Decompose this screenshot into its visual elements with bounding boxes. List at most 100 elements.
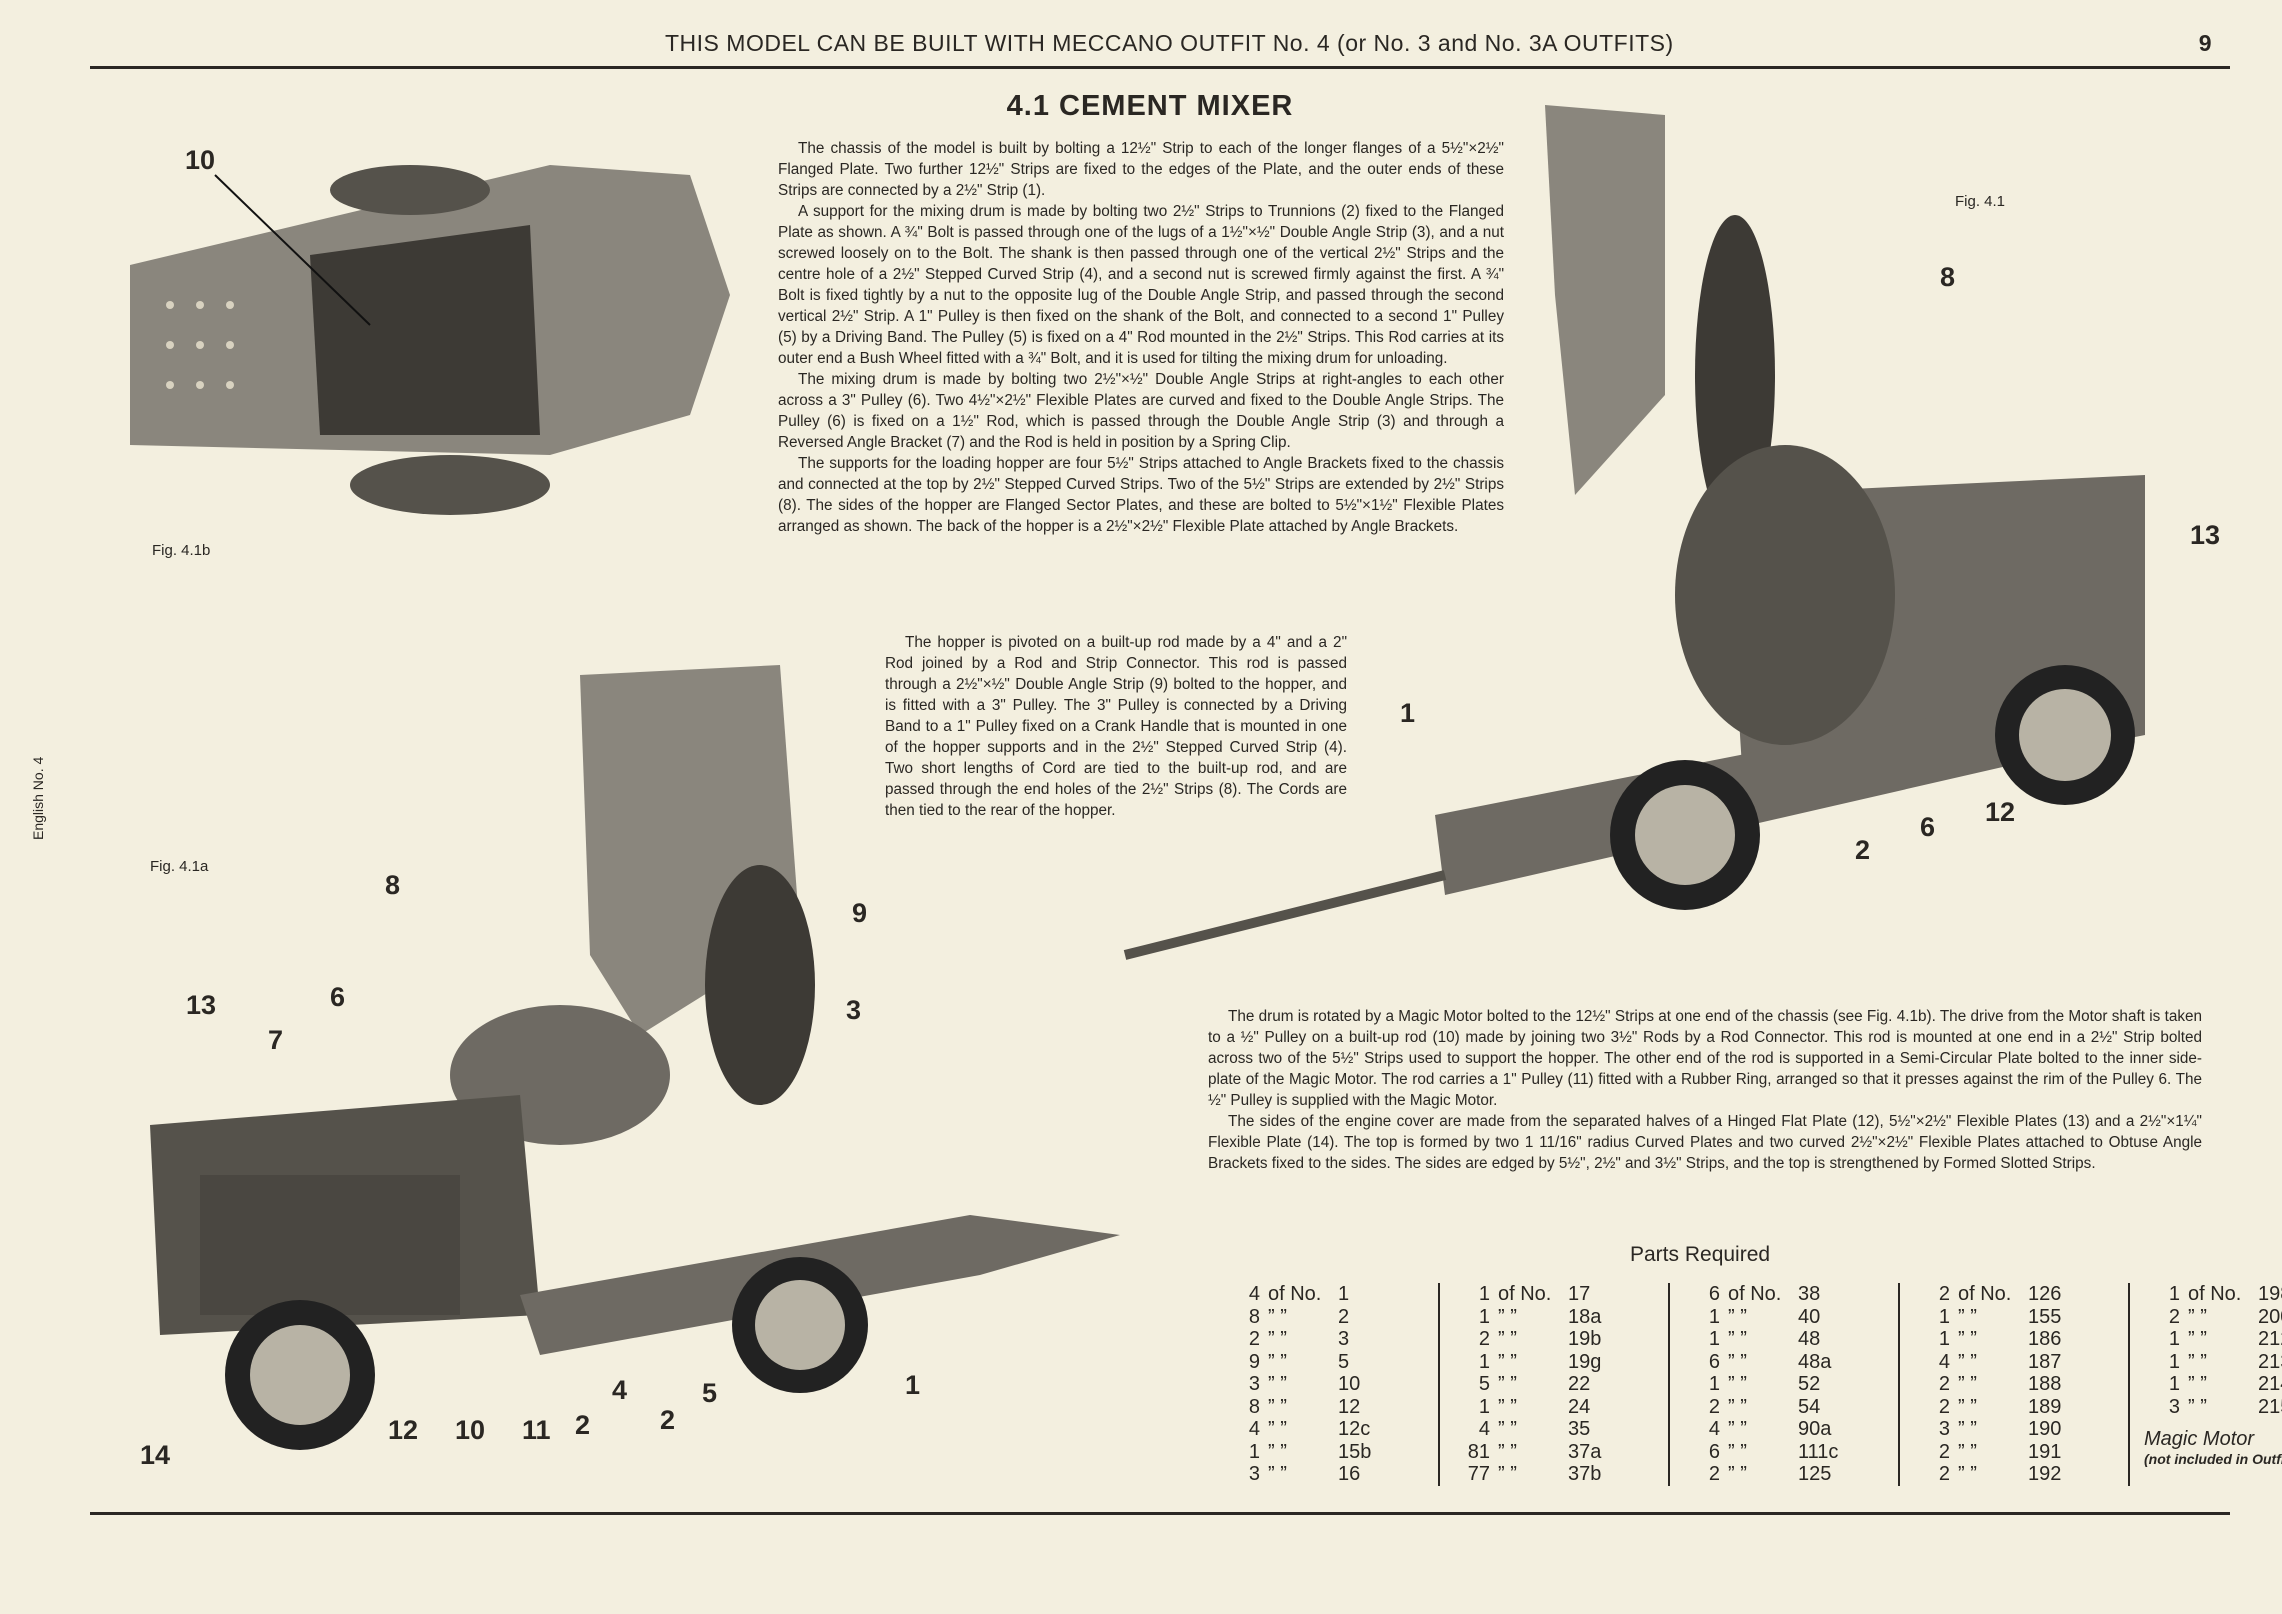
parts-row: 6” ”111c bbox=[1684, 1441, 1884, 1464]
parts-column: 1of No.1982” ”2001” ”2121” ”2131” ”2143”… bbox=[2130, 1283, 2282, 1486]
part-number: 192 bbox=[2028, 1463, 2062, 1485]
parts-row: 3” ”215 bbox=[2144, 1396, 2282, 1419]
part-quantity: 2 bbox=[1708, 1463, 1720, 1485]
part-quantity: 1 bbox=[2168, 1373, 2180, 1395]
part-quantity: 1 bbox=[1478, 1395, 1490, 1418]
parts-row: 1” ”19g bbox=[1454, 1351, 1654, 1374]
magic-motor-label: Magic Motor bbox=[2144, 1428, 2255, 1450]
callout-label: 8 bbox=[385, 870, 401, 900]
parts-row: 1” ”52 bbox=[1684, 1373, 1884, 1396]
part-quantity: 1 bbox=[1708, 1328, 1720, 1350]
callout-label: 6 bbox=[330, 982, 346, 1012]
header-title: THIS MODEL CAN BE BUILT WITH MECCANO OUT… bbox=[665, 30, 1674, 56]
callout-label: 6 bbox=[1920, 812, 1936, 842]
parts-row: 1” ”186 bbox=[1914, 1328, 2114, 1351]
part-number: 213 bbox=[2258, 1350, 2282, 1373]
paragraph: The drum is rotated by a Magic Motor bol… bbox=[1208, 1008, 2202, 1109]
part-number: 212 bbox=[2258, 1328, 2282, 1350]
part-number: 48a bbox=[1798, 1350, 1832, 1373]
part-of-no: ” ” bbox=[1728, 1350, 1747, 1373]
part-of-no: ” ” bbox=[2188, 1305, 2207, 1328]
part-quantity: 1 bbox=[2168, 1350, 2180, 1373]
part-quantity: 2 bbox=[2168, 1305, 2180, 1328]
parts-row: 1” ”15b bbox=[1224, 1441, 1424, 1464]
side-label: English No. 4 bbox=[30, 756, 46, 840]
parts-row: 4” ”187 bbox=[1914, 1351, 2114, 1374]
article-body-hopper: The hopper is pivoted on a built-up rod … bbox=[885, 632, 1347, 821]
part-of-no: of No. bbox=[1268, 1283, 1322, 1305]
part-quantity: 2 bbox=[1708, 1395, 1720, 1418]
parts-row: 3” ”16 bbox=[1224, 1463, 1424, 1486]
parts-row: 1” ”40 bbox=[1684, 1306, 1884, 1329]
parts-row: 2” ”188 bbox=[1914, 1373, 2114, 1396]
part-quantity: 4 bbox=[1248, 1418, 1260, 1440]
paragraph: The chassis of the model is built by bol… bbox=[778, 140, 1504, 199]
part-quantity: 1 bbox=[1938, 1328, 1950, 1350]
part-of-no: ” ” bbox=[1498, 1395, 1517, 1418]
parts-required-title: Parts Required bbox=[1630, 1243, 1771, 1266]
part-quantity: 2 bbox=[1478, 1328, 1490, 1350]
part-number: 1 bbox=[1338, 1283, 1350, 1305]
footer-rule bbox=[90, 1512, 2230, 1515]
part-of-no: ” ” bbox=[1268, 1373, 1287, 1395]
part-of-no: ” ” bbox=[1728, 1328, 1747, 1350]
part-of-no: ” ” bbox=[1958, 1440, 1977, 1463]
callout-label: 14 bbox=[140, 1440, 171, 1470]
part-number: 38 bbox=[1798, 1283, 1821, 1305]
callout-label: 3 bbox=[846, 995, 862, 1025]
part-of-no: ” ” bbox=[1728, 1395, 1747, 1418]
header-rule bbox=[90, 66, 2230, 69]
part-number: 191 bbox=[2028, 1440, 2062, 1463]
callout-label: 9 bbox=[852, 898, 868, 928]
part-of-no: ” ” bbox=[1728, 1418, 1747, 1440]
part-of-no: of No. bbox=[2188, 1283, 2242, 1305]
callout-label: 1 bbox=[1400, 698, 1416, 728]
part-number: 37a bbox=[1568, 1440, 1602, 1463]
part-number: 189 bbox=[2028, 1395, 2062, 1418]
part-number: 125 bbox=[1798, 1463, 1832, 1485]
paragraph: The mixing drum is made by bolting two 2… bbox=[778, 371, 1504, 451]
part-of-no: ” ” bbox=[1958, 1350, 1977, 1373]
part-quantity: 6 bbox=[1708, 1350, 1720, 1373]
part-number: 90a bbox=[1798, 1418, 1832, 1440]
callout-label: 5 bbox=[702, 1378, 718, 1408]
part-of-no: ” ” bbox=[2188, 1328, 2207, 1350]
figure-4-1a-photo bbox=[150, 665, 1120, 1450]
part-quantity: 9 bbox=[1248, 1350, 1260, 1373]
part-number: 19g bbox=[1568, 1350, 1602, 1373]
part-of-no: ” ” bbox=[1498, 1463, 1517, 1485]
part-quantity: 1 bbox=[1478, 1305, 1490, 1328]
part-quantity: 8 bbox=[1248, 1395, 1260, 1418]
callout-label: 2 bbox=[660, 1405, 676, 1435]
callout-label: 10 bbox=[185, 145, 216, 175]
parts-row: 3” ”190 bbox=[1914, 1418, 2114, 1441]
part-quantity: 1 bbox=[1478, 1283, 1490, 1305]
part-quantity: 4 bbox=[1248, 1283, 1260, 1305]
part-number: 10 bbox=[1338, 1373, 1361, 1395]
callout-label: 13 bbox=[2190, 520, 2221, 550]
part-number: 186 bbox=[2028, 1328, 2062, 1350]
part-number: 52 bbox=[1798, 1373, 1821, 1395]
part-quantity: 4 bbox=[1478, 1418, 1490, 1440]
part-quantity: 1 bbox=[2168, 1283, 2180, 1305]
part-number: 5 bbox=[1338, 1350, 1350, 1373]
part-number: 214 bbox=[2258, 1373, 2282, 1395]
part-quantity: 2 bbox=[1938, 1440, 1950, 1463]
part-number: 198 bbox=[2258, 1283, 2282, 1305]
parts-row: 8” ”12 bbox=[1224, 1396, 1424, 1419]
parts-row: 2” ”125 bbox=[1684, 1463, 1884, 1486]
part-of-no: ” ” bbox=[1268, 1328, 1287, 1350]
parts-row: 3” ”10 bbox=[1224, 1373, 1424, 1396]
part-of-no: ” ” bbox=[1268, 1395, 1287, 1418]
figure-label: Fig. 4.1a bbox=[150, 858, 209, 875]
parts-row: 1” ”18a bbox=[1454, 1306, 1654, 1329]
part-number: 40 bbox=[1798, 1305, 1821, 1328]
callout-label: 10 bbox=[455, 1415, 486, 1445]
part-quantity: 4 bbox=[1938, 1350, 1950, 1373]
part-quantity: 8 bbox=[1248, 1305, 1260, 1328]
part-of-no: ” ” bbox=[2188, 1395, 2207, 1418]
part-quantity: 2 bbox=[1938, 1463, 1950, 1485]
part-of-no: ” ” bbox=[1498, 1373, 1517, 1395]
